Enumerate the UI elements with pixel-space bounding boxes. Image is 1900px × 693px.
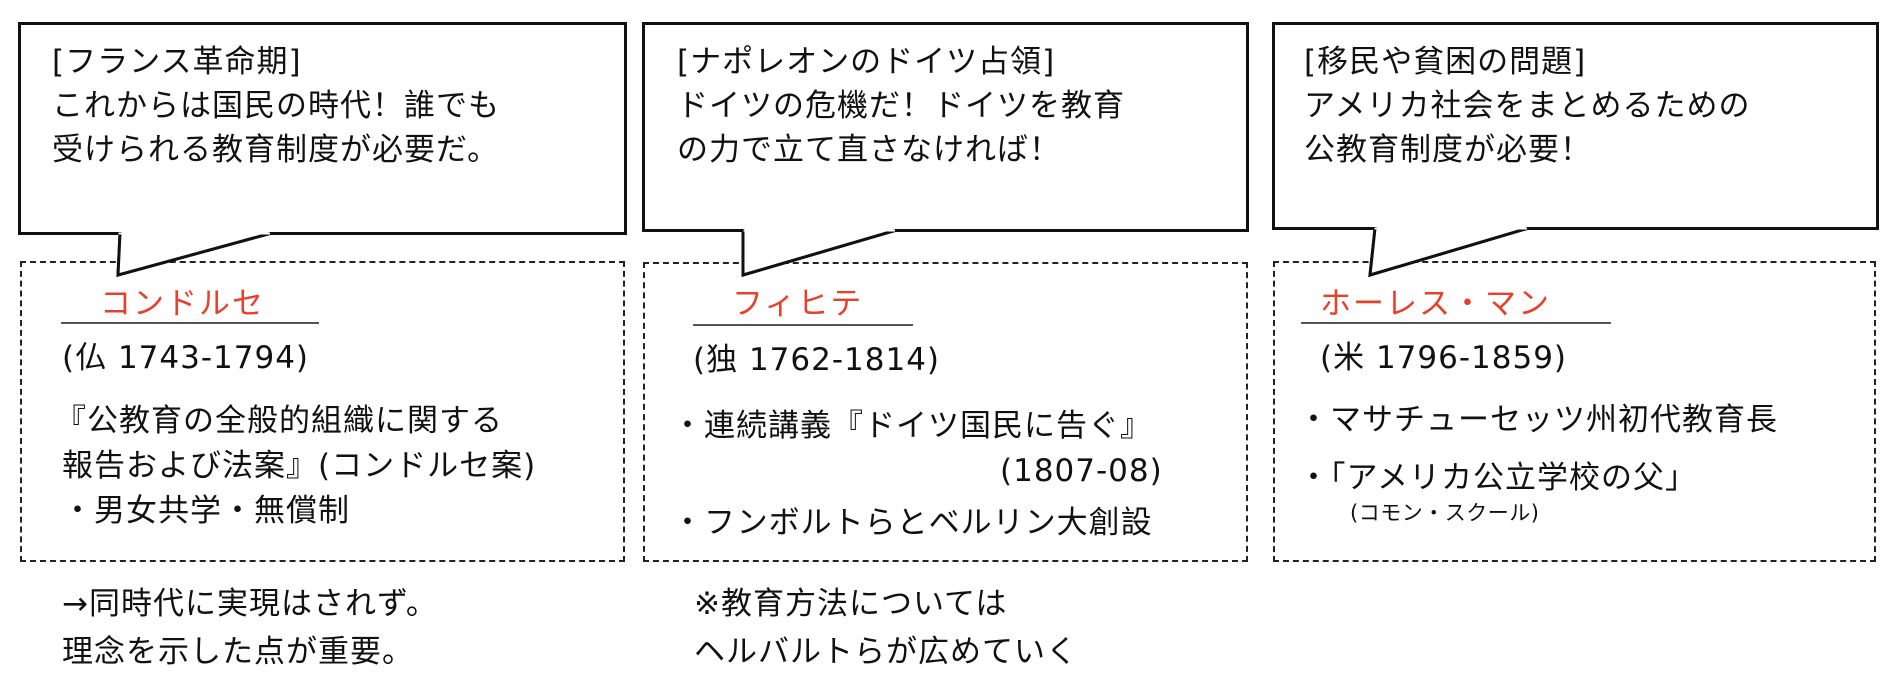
item-horace-mann-2: ・「アメリカ公立学校の父」 — [1298, 460, 1697, 496]
person-dates-fichte: (独 1762-1814) — [693, 342, 941, 378]
person-name-fichte: フィヒテ — [732, 286, 864, 322]
note-fichte-1: ※教育方法については — [694, 586, 1008, 622]
item-condorcet-2: 報告および法案』(コンドルセ案) — [62, 448, 537, 484]
bubble-2-line-1: ドイツの危機だ！ドイツを教育 — [677, 88, 1125, 124]
item-fichte-3: ・フンボルトらとベルリン大創設 — [672, 505, 1153, 541]
bubble-2-heading: [ナポレオンのドイツ占領] — [677, 44, 1056, 80]
item-horace-mann-2-sub: (コモン・スクール) — [1350, 501, 1540, 525]
bubble-1-line-1: これからは国民の時代！誰でも — [52, 88, 500, 124]
item-condorcet-3: ・男女共学・無償制 — [62, 493, 350, 529]
bubble-2-line-2: の力で立て直さなければ！ — [677, 132, 1061, 168]
bubble-3-text: [移民や貧困の問題] アメリカ社会をまとめるための 公教育制度が必要！ — [1304, 40, 1750, 172]
item-horace-mann-1: ・マサチューセッツ州初代教育長 — [1298, 402, 1778, 438]
note-fichte-2: ヘルバルトらが広めていく — [694, 634, 1078, 670]
bubble-3-heading: [移民や貧困の問題] — [1304, 44, 1587, 80]
note-condorcet-1: →同時代に実現はされず。 — [62, 586, 438, 622]
person-name-condorcet: コンドルセ — [100, 286, 265, 322]
item-fichte-2: (1807-08) — [1000, 453, 1163, 489]
bubble-1-heading: [フランス革命期] — [52, 44, 302, 80]
person-box-horace-mann — [1273, 261, 1876, 562]
bubble-1-text: [フランス革命期] これからは国民の時代！誰でも 受けられる教育制度が必要だ。 — [52, 40, 500, 172]
person-box-condorcet — [20, 261, 625, 562]
item-fichte-1: ・連続講義『ドイツ国民に告ぐ』 — [672, 408, 1152, 444]
name-underline-1 — [61, 322, 319, 324]
name-underline-3 — [1301, 322, 1611, 324]
bubble-3-line-1: アメリカ社会をまとめるための — [1304, 88, 1751, 124]
bubble-1-line-2: 受けられる教育制度が必要だ。 — [52, 132, 500, 168]
item-condorcet-1: 『公教育の全般的組織に関する — [55, 403, 503, 439]
person-box-fichte — [643, 262, 1248, 562]
note-condorcet-2: 理念を示した点が重要。 — [62, 634, 414, 670]
person-dates-horace-mann: (米 1796-1859) — [1320, 340, 1568, 376]
name-underline-2 — [693, 324, 913, 326]
bubble-2-text: [ナポレオンのドイツ占領] ドイツの危機だ！ドイツを教育 の力で立て直さなければ… — [677, 40, 1125, 172]
person-name-horace-mann: ホーレス・マン — [1320, 286, 1551, 322]
person-dates-condorcet: (仏 1743-1794) — [62, 340, 310, 376]
bubble-3-line-2: 公教育制度が必要！ — [1304, 132, 1592, 168]
